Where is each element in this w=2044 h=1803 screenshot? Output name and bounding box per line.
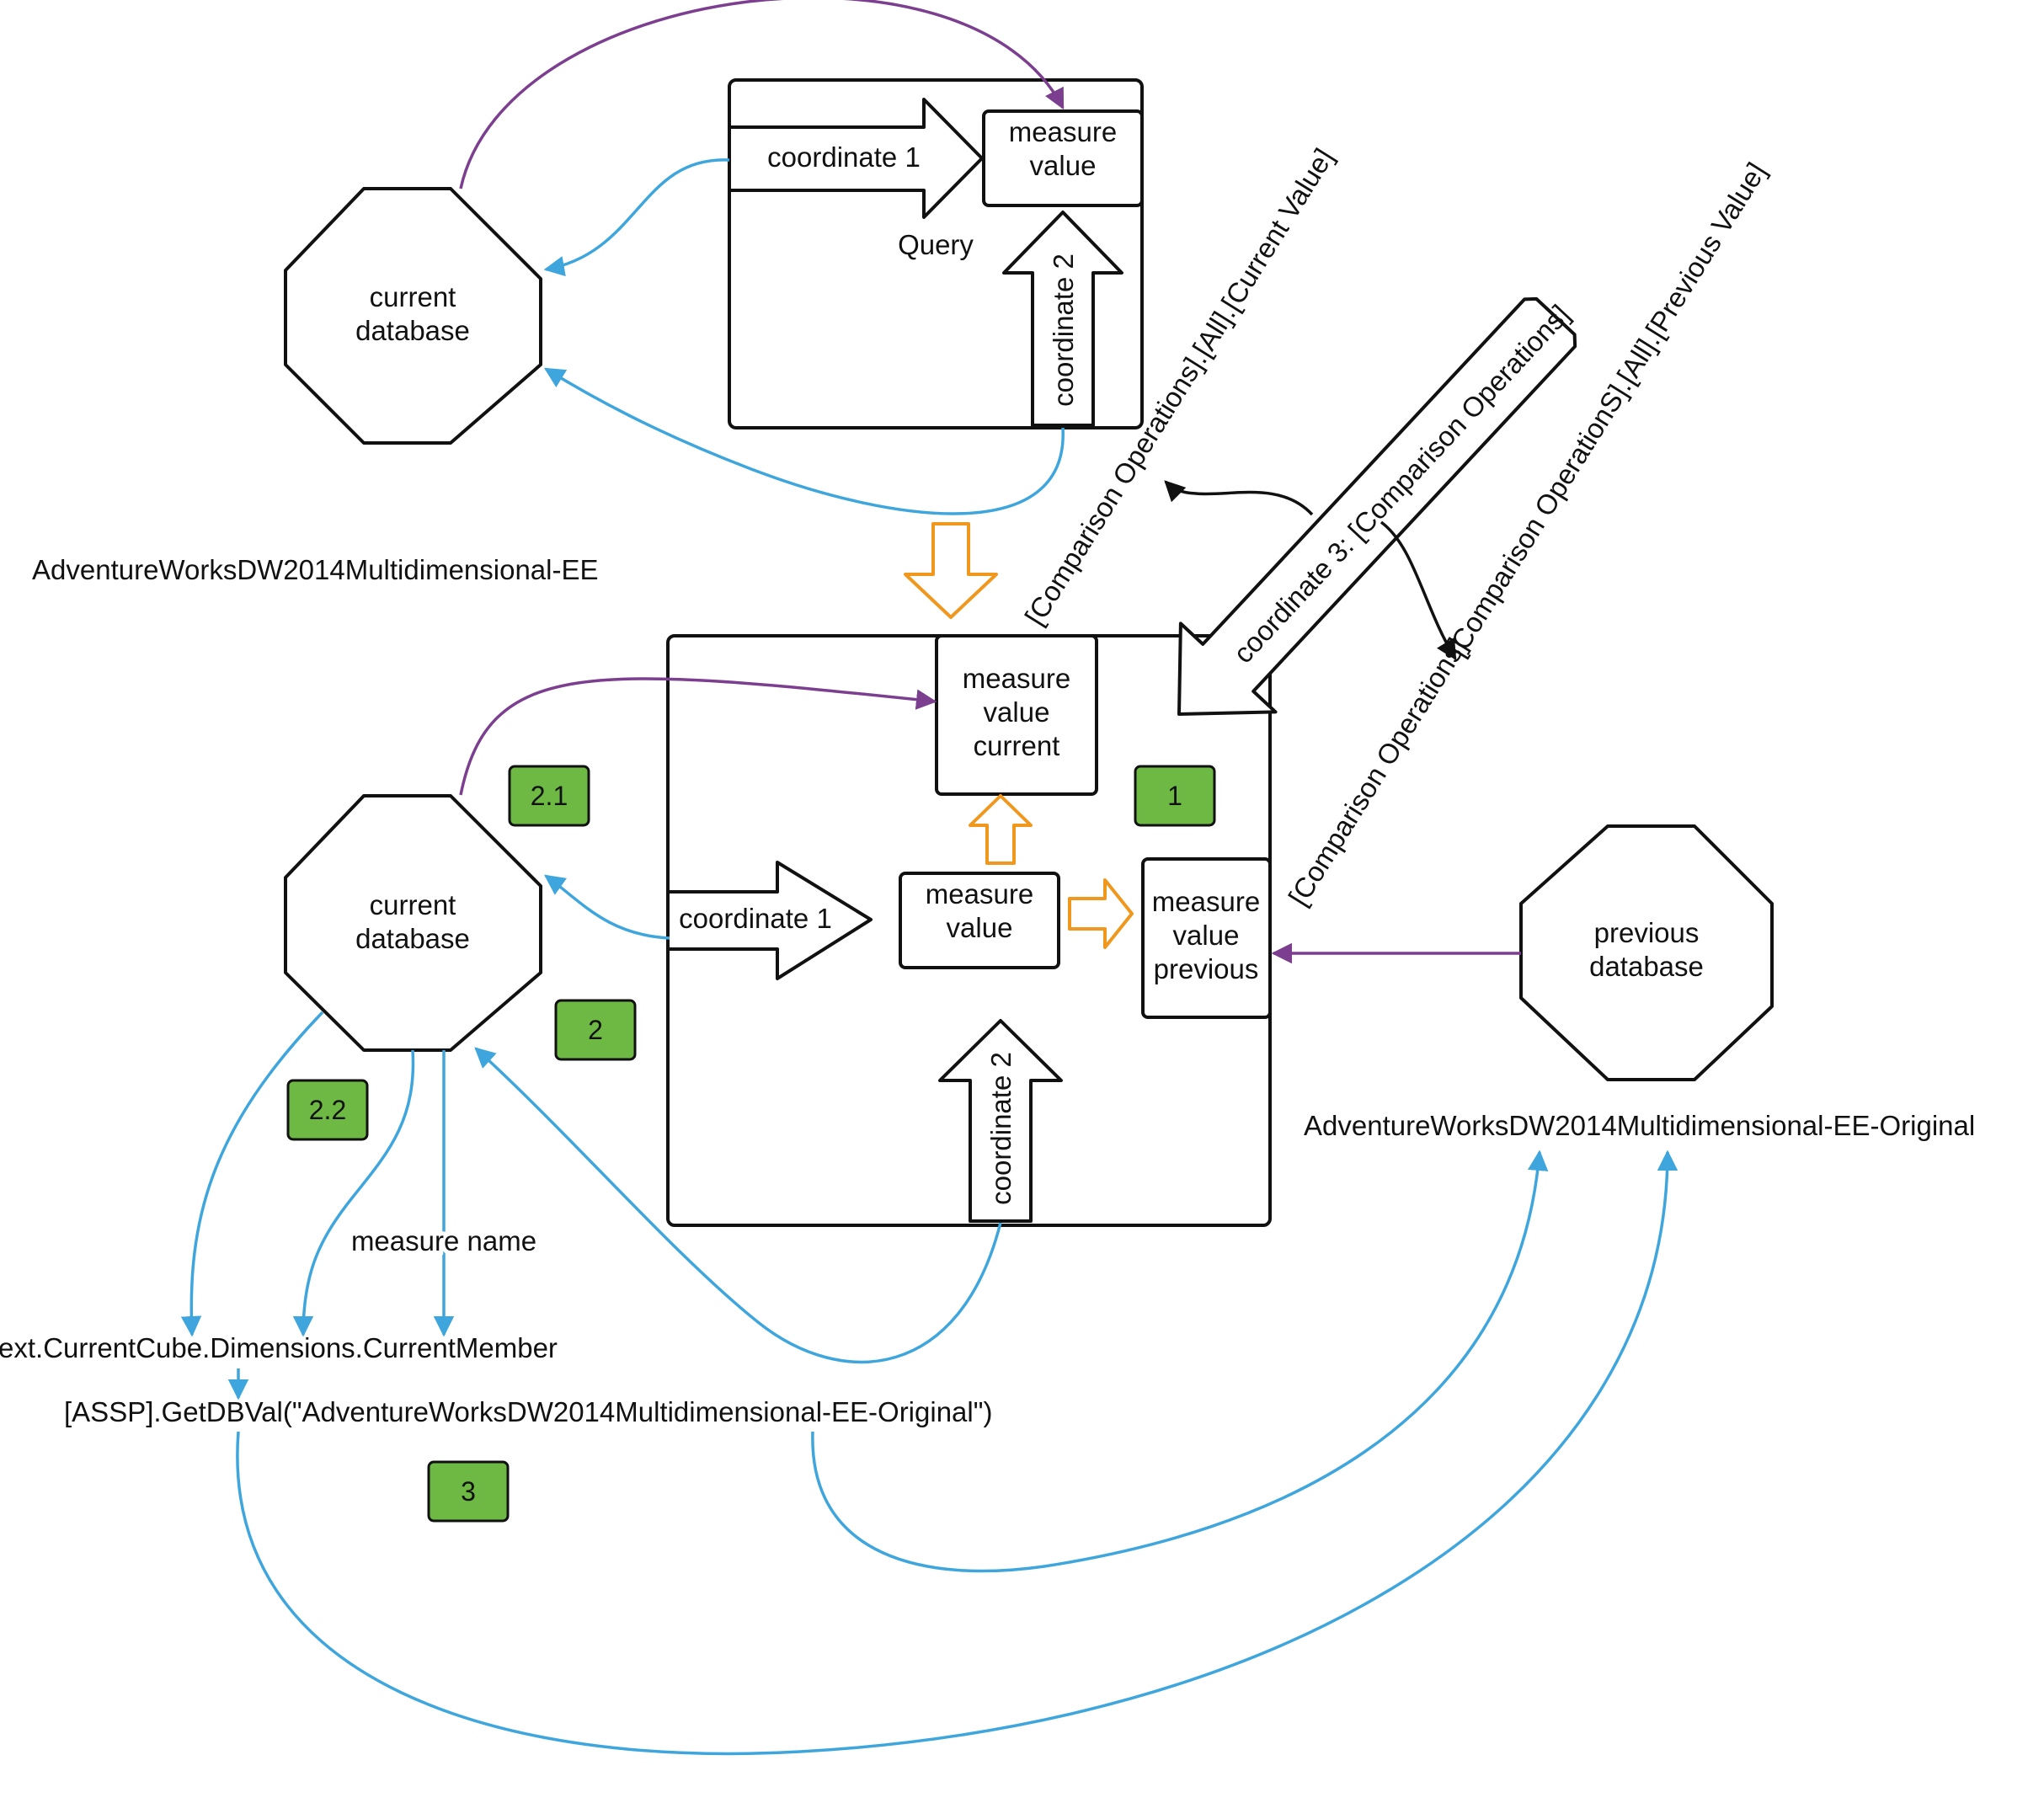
badge-2-label: 2 <box>588 1015 603 1045</box>
main-coordinate2-arrow <box>938 1019 1063 1223</box>
coord3-to-previous-link <box>1380 520 1457 661</box>
badge-3-label: 3 <box>461 1476 476 1507</box>
mvc-line2: value <box>984 696 1050 728</box>
measure-value-current-box <box>935 634 1098 796</box>
main-coordinate1-flow <box>544 874 670 940</box>
top-db-name: AdventureWorksDW2014Multidimensional-EE <box>32 554 599 585</box>
main-measure-value-box <box>899 872 1060 969</box>
measure-name-label: measure name <box>351 1225 536 1256</box>
top-measure-value-box <box>982 109 1144 207</box>
top-coordinate1-arrow <box>728 98 984 219</box>
top-coordinate1-flow <box>543 158 730 277</box>
main-db-line1: current <box>370 889 456 920</box>
coord3-to-current-link <box>1164 480 1314 516</box>
top-coordinate2-flow <box>543 367 1065 515</box>
top-coordinate2-arrow <box>1002 211 1123 427</box>
coordinate3-label: coordinate 3: [Comparison Operations] <box>1227 299 1576 669</box>
main-coordinate1-label: coordinate 1 <box>679 903 832 934</box>
orange-down-arrow <box>904 522 998 619</box>
mvp-line3: previous <box>1154 953 1259 984</box>
mvc-line3: current <box>974 730 1060 761</box>
top-measure-value-line2: value <box>1030 150 1097 181</box>
main-db-line2: database <box>355 923 470 954</box>
main-mv-line2: value <box>947 912 1013 943</box>
main-mv-line1: measure <box>926 878 1033 910</box>
top-coordinate1-label: coordinate 1 <box>767 141 921 173</box>
top-measure-value-line1: measure <box>1009 116 1117 147</box>
orange-up-arrow <box>969 794 1033 865</box>
current-member-expression: ext.CurrentCube.Dimensions.CurrentMember <box>0 1332 558 1363</box>
main-db-to-current-link <box>459 677 937 796</box>
badge-2-1-label: 2.1 <box>531 781 568 811</box>
previous-db-line1: previous <box>1594 917 1700 948</box>
getdbval-to-original-flow-b <box>236 1150 1678 1756</box>
badge-2 <box>554 999 637 1061</box>
getdbval-expression: [ASSP].GetDBVal("AdventureWorksDW2014Mul… <box>64 1396 992 1427</box>
top-db-label-line2: database <box>355 315 470 346</box>
badge-1 <box>1134 765 1216 827</box>
orange-right-arrow <box>1068 878 1134 949</box>
top-coordinate2-label: coordinate 2 <box>1048 253 1079 407</box>
main-coordinate1-arrow <box>666 861 873 980</box>
getdbval-to-original-flow-a <box>811 1150 1549 1573</box>
top-current-database <box>284 187 542 445</box>
top-db-to-measure-link <box>459 0 1065 189</box>
badge-3 <box>427 1460 510 1523</box>
main-coordinate2-label: coordinate 2 <box>985 1052 1017 1205</box>
top-query-box <box>728 78 1144 429</box>
previous-db-line2: database <box>1589 951 1704 982</box>
comparison-ops-label: [Comparison Operations] <box>1283 632 1473 911</box>
mvp-line2: value <box>1173 920 1240 951</box>
db-to-dimensions-flow <box>292 1049 415 1337</box>
main-current-database <box>284 794 542 1052</box>
measure-value-previous-box <box>1141 857 1272 1019</box>
main-coordinate2-flow <box>474 1047 1002 1364</box>
previous-db-name: AdventureWorksDW2014Multidimensional-EE-… <box>1304 1110 1975 1141</box>
previous-database <box>1519 824 1774 1081</box>
db-to-current-cube-flow <box>180 1011 324 1337</box>
coordinate3-arrow <box>1177 296 1577 716</box>
badge-1-label: 1 <box>1167 781 1182 811</box>
badge-2-2-label: 2.2 <box>309 1095 346 1125</box>
mvp-line1: measure <box>1152 886 1260 917</box>
badge-2-1 <box>508 765 590 827</box>
query-label: Query <box>898 229 974 260</box>
mvc-line1: measure <box>963 663 1070 694</box>
badge-2-2 <box>286 1079 369 1141</box>
top-db-label-line1: current <box>370 281 456 312</box>
